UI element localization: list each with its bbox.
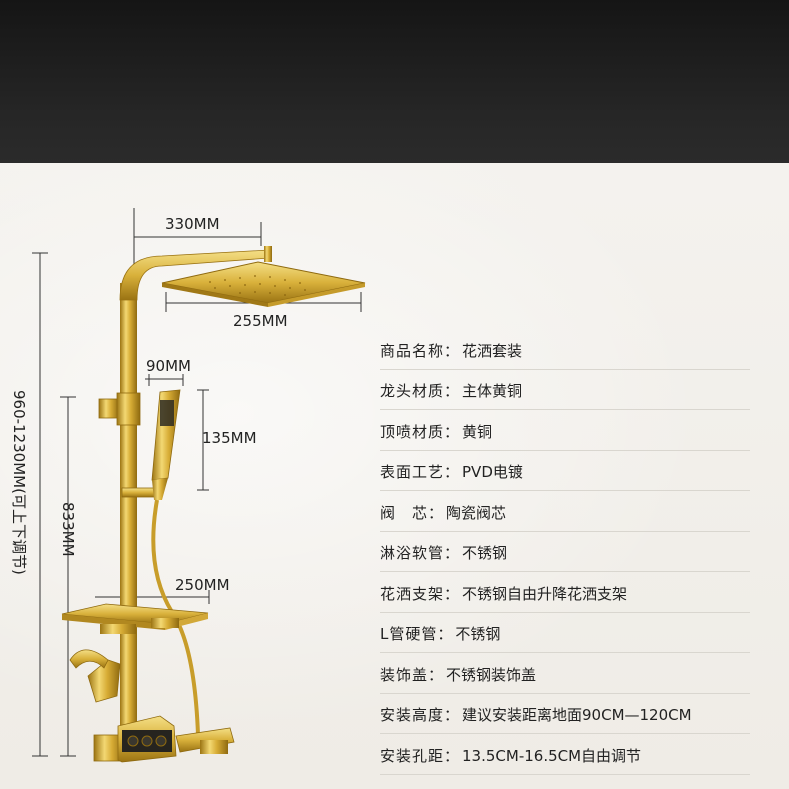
spec-row-product-name: 商品名称： 花洒套装: [380, 331, 750, 370]
spec-row-shower-bracket: 花洒支架： 不锈钢自由升降花洒支架: [380, 574, 750, 613]
spec-row-valve-core: 阀 芯： 陶瓷阀芯: [380, 493, 750, 532]
dimension-shelf-width: 250MM: [175, 576, 230, 594]
spec-row-surface-finish: 表面工艺： PVD电镀: [380, 452, 750, 491]
dimension-lines: [32, 208, 362, 757]
spec-label: 表面工艺：: [380, 462, 461, 481]
bidet-sprayer: [69, 649, 121, 703]
dimension-riser-height: 833MM: [59, 502, 77, 557]
spec-value: PVD电镀: [462, 462, 523, 481]
spec-label: L管硬管：: [380, 624, 454, 643]
spec-value: 建议安装距离地面90CM—120CM: [462, 705, 692, 724]
spec-value: 13.5CM-16.5CM自由调节: [462, 746, 642, 765]
dimension-top-span: 330MM: [165, 215, 220, 233]
spec-value: 不锈钢装饰盖: [446, 665, 537, 684]
dark-header-band: [0, 0, 789, 163]
mixer-body: [93, 715, 235, 763]
spec-value: 不锈钢: [455, 624, 501, 643]
spec-label: 龙头材质：: [380, 381, 461, 400]
spec-value: 主体黄铜: [462, 381, 523, 400]
spec-row-shower-hose: 淋浴软管： 不锈钢: [380, 533, 750, 572]
spec-label: 商品名称：: [380, 341, 461, 360]
spec-row-l-pipe: L管硬管： 不锈钢: [380, 614, 750, 653]
spec-row-top-spray-material: 顶喷材质： 黄铜: [380, 412, 750, 451]
dimension-handheld-length: 135MM: [202, 429, 257, 447]
rain-shower-head: [161, 261, 366, 307]
spec-value: 不锈钢自由升降花洒支架: [462, 584, 628, 603]
spec-label: 装饰盖：: [380, 665, 445, 684]
dimension-handheld-width: 90MM: [146, 357, 191, 375]
spec-row-decorative-cover: 装饰盖： 不锈钢装饰盖: [380, 655, 750, 694]
spec-value: 花洒套装: [462, 341, 523, 360]
dimension-head-width: 255MM: [233, 312, 288, 330]
shelf: [61, 603, 209, 634]
hand-shower: [151, 389, 181, 500]
spec-row-faucet-material: 龙头材质： 主体黄铜: [380, 371, 750, 410]
spec-row-install-height: 安装高度： 建议安装距离地面90CM—120CM: [380, 695, 750, 734]
spec-label: 淋浴软管：: [380, 543, 461, 562]
dimension-total-height: 960-1230MM(可上下调节): [10, 390, 28, 575]
spec-label: 阀 芯：: [380, 503, 445, 522]
spec-label: 顶喷材质：: [380, 422, 461, 441]
spec-label: 安装高度：: [380, 705, 461, 724]
spec-value: 陶瓷阀芯: [446, 503, 507, 522]
spec-row-hole-spacing: 安装孔距： 13.5CM-16.5CM自由调节: [380, 736, 750, 775]
spec-value: 不锈钢: [462, 543, 508, 562]
spec-label: 花洒支架：: [380, 584, 461, 603]
spec-value: 黄铜: [462, 422, 493, 441]
spec-label: 安装孔距：: [380, 746, 461, 765]
